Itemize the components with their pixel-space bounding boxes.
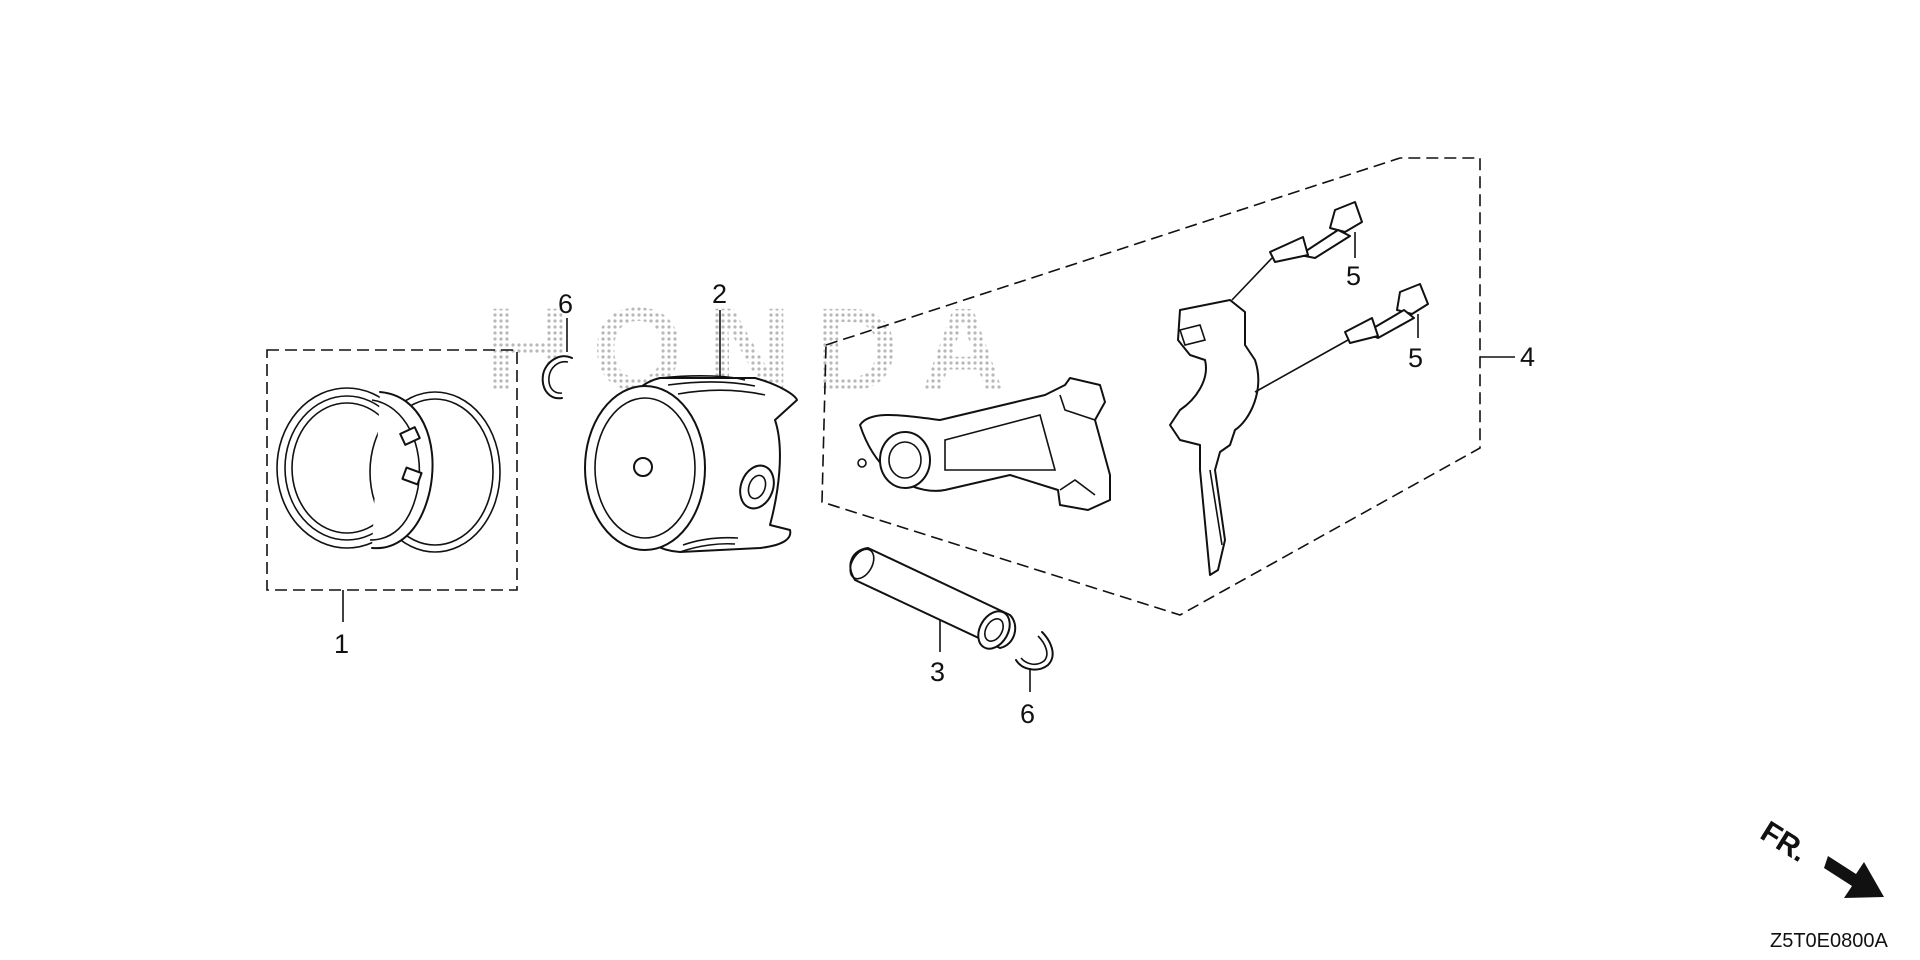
callout-2: 2 bbox=[712, 279, 727, 309]
connecting-rod-cap[interactable] bbox=[1169, 299, 1260, 576]
callout-6-lower: 6 bbox=[1020, 699, 1035, 729]
piston-pin-clip-lower[interactable] bbox=[1015, 631, 1054, 671]
leader-bolt-upper-to-cap bbox=[1231, 257, 1273, 301]
piston-pin[interactable] bbox=[845, 545, 1017, 654]
piston[interactable] bbox=[584, 375, 798, 553]
callout-4: 4 bbox=[1520, 342, 1535, 372]
piston-ring-set[interactable] bbox=[266, 349, 518, 591]
conrod-bolt-lower[interactable] bbox=[1344, 283, 1429, 344]
conrod-bolt-upper[interactable] bbox=[1269, 201, 1363, 263]
callout-3: 3 bbox=[930, 657, 945, 687]
conrod-frame bbox=[821, 157, 1481, 616]
piston-pin-clip-upper[interactable] bbox=[541, 355, 573, 400]
callout-6-upper: 6 bbox=[558, 289, 573, 319]
callout-1: 1 bbox=[334, 629, 349, 659]
connecting-rod[interactable] bbox=[857, 377, 1111, 511]
arrow-icon bbox=[1824, 856, 1884, 898]
direction-label: FR. bbox=[1755, 815, 1813, 869]
diagram-code: Z5T0E0800A bbox=[1770, 930, 1889, 952]
callout-5-lower: 5 bbox=[1408, 343, 1423, 373]
ring-set-frame bbox=[266, 349, 518, 591]
leader-bolt-lower-to-cap bbox=[1254, 339, 1349, 393]
callout-5-upper: 5 bbox=[1346, 261, 1361, 291]
front-direction-indicator: FR. bbox=[1755, 815, 1884, 898]
